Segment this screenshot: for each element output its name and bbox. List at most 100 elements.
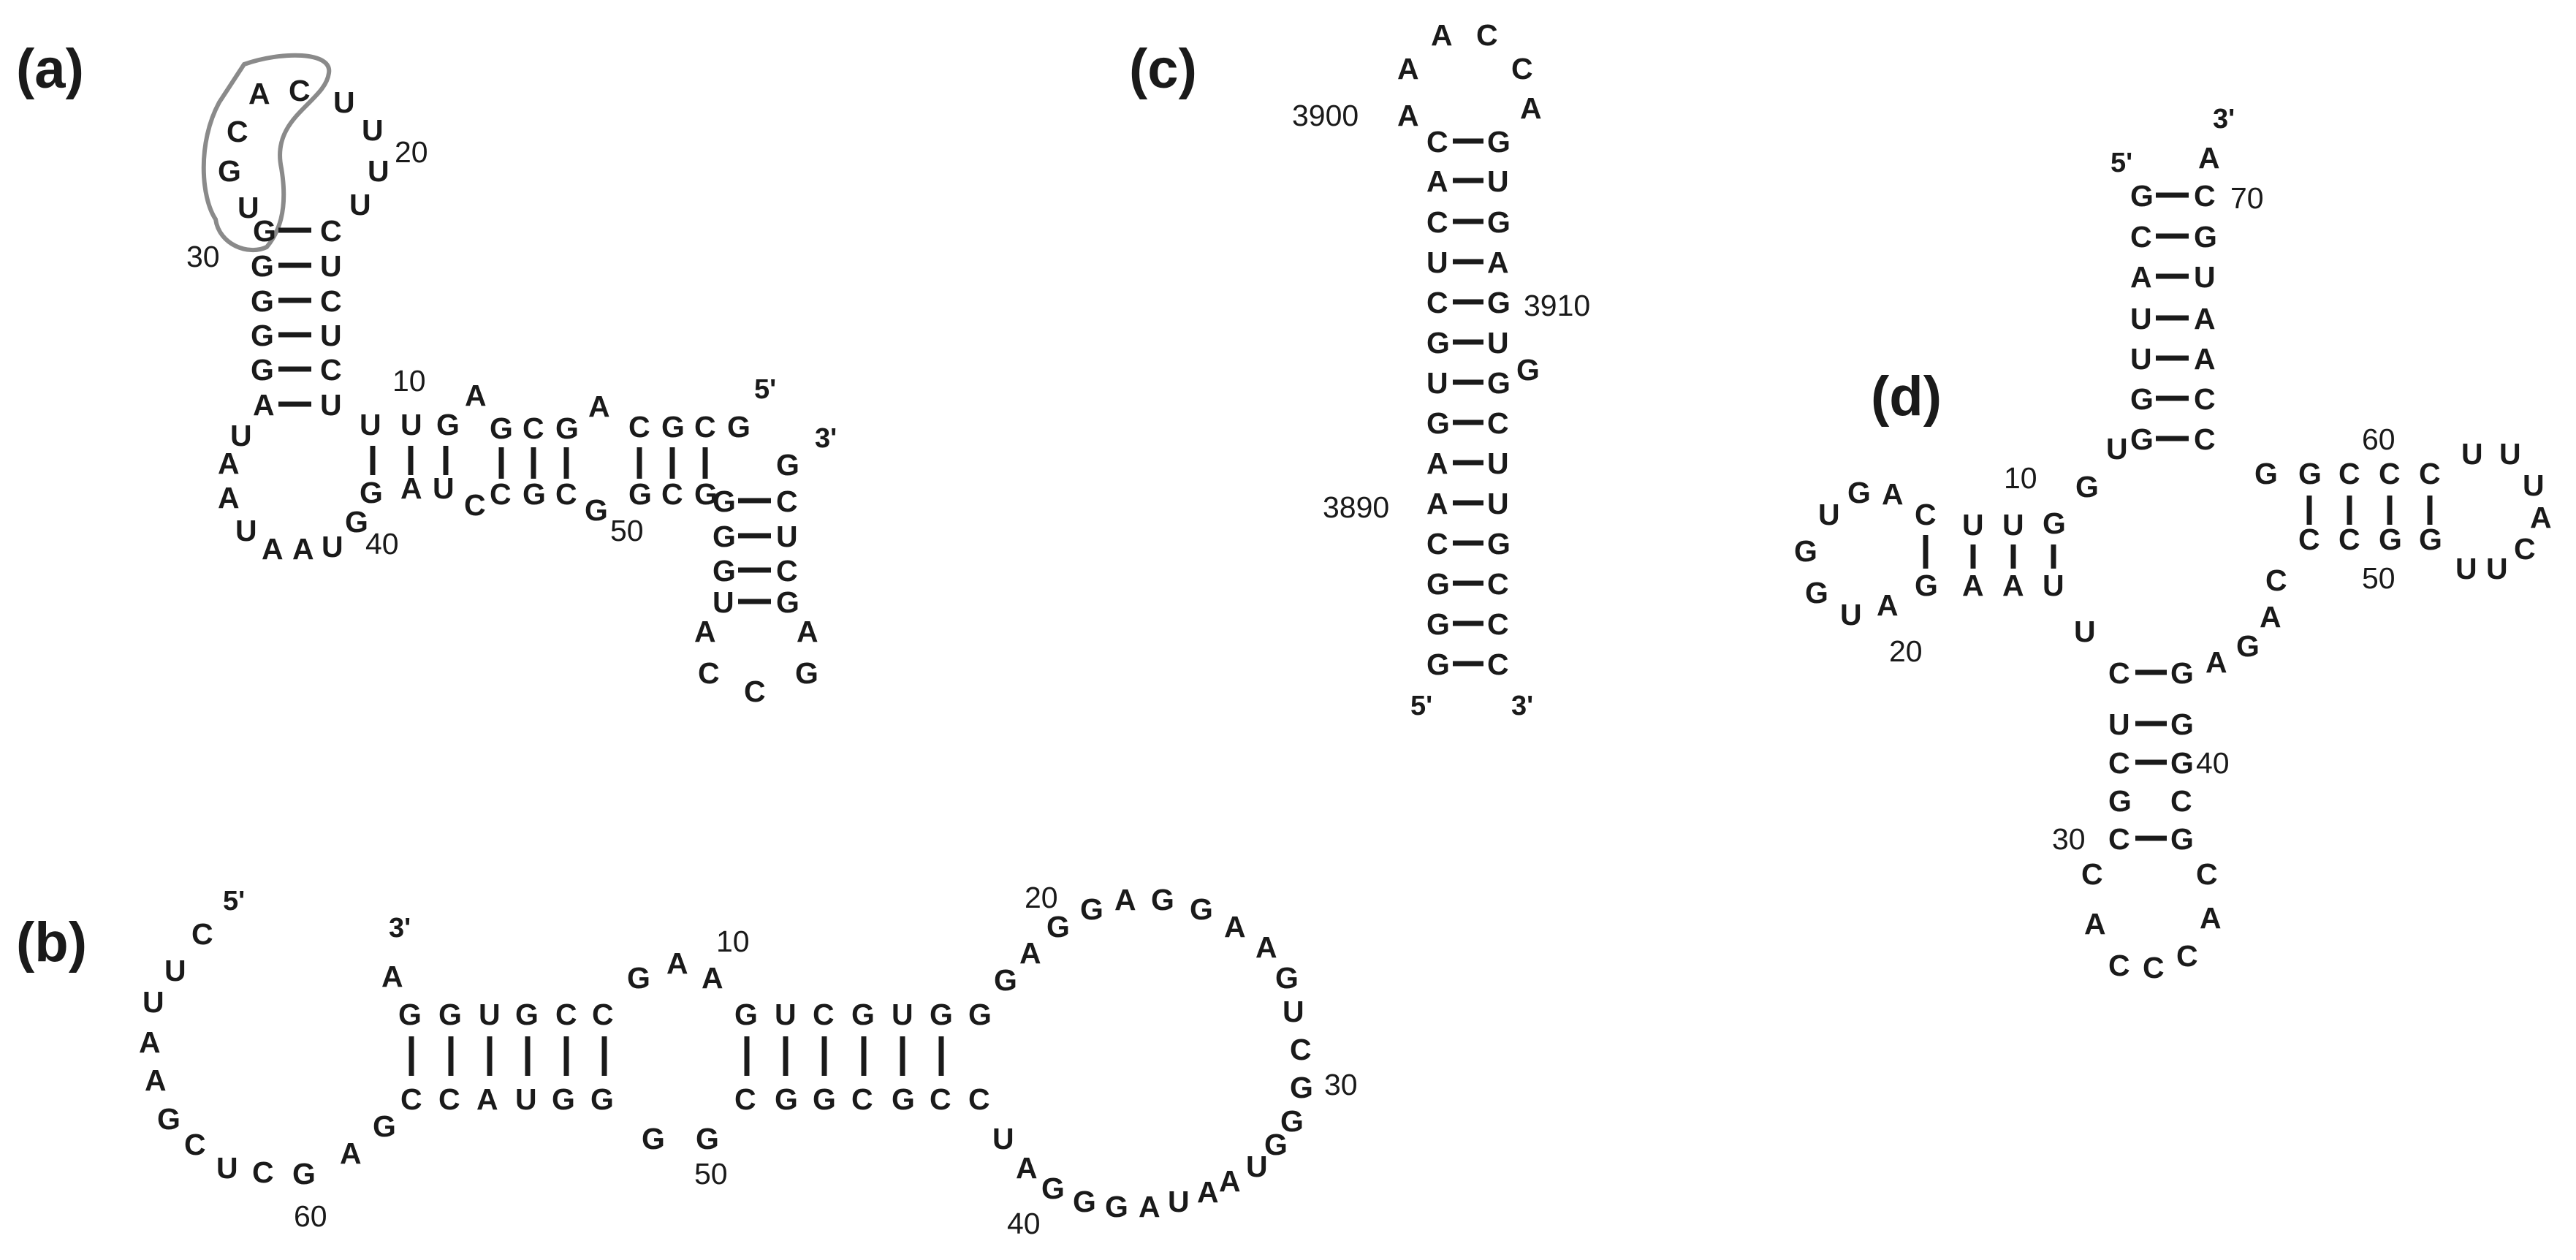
nt: G [713,485,736,518]
nt: U [992,1122,1014,1155]
nt: C [2170,784,2192,818]
long-helix-a: U U G A G C G A C G C G G A U C C G C G … [360,379,751,527]
nt: G [218,154,241,188]
nt: C [2338,457,2360,490]
nt: U [433,471,455,505]
nt: C [523,411,544,445]
nt: G [776,448,799,482]
nt: U [320,388,342,422]
nt: A [253,388,275,422]
nt: U [1283,995,1304,1028]
nt: G [661,410,685,444]
stem-2-b: G U C G U G G C G G C G C C [734,998,992,1116]
nt: C [2081,857,2103,891]
nt: C [2143,951,2165,984]
nt: G [2194,220,2217,254]
nt: U [713,585,734,619]
nt: G [438,998,462,1031]
nt: U [333,86,355,119]
nt: G [398,998,422,1031]
nt: A [2200,901,2222,935]
nt: C [2108,656,2130,690]
nt: A [381,960,403,993]
panel-d: (d) A G C C G A U U A U A G C G C U [1794,104,2552,984]
nt: U [1246,1150,1268,1183]
nt: G [968,998,992,1031]
anticodon-arm-d: C G A G U G C G G C C G C C A A C C C [2081,629,2260,984]
nt: U [1426,366,1448,400]
nt: G [727,410,751,444]
position-number: 20 [1889,634,1923,668]
nt: G [292,1157,316,1191]
nt: C [592,998,614,1031]
nt: U [2043,569,2064,602]
position-number: 3910 [1524,289,1590,322]
nt: U [2002,508,2024,542]
loop-c: A A C C A A [1397,18,1542,132]
nt: U [2486,552,2508,585]
nt: C [2176,939,2198,973]
three-prime-end: 3' [1511,691,1533,721]
nt: G [590,1082,614,1116]
nt: U [362,113,384,147]
nt: C [930,1082,951,1116]
terminal-hairpin-a: G G C G U G C U G A A C C G [694,448,818,708]
nt: G [1290,1071,1313,1104]
position-number: 10 [2004,461,2037,495]
nt: G [1046,910,1070,944]
nt: G [696,1122,719,1155]
nt: A [248,77,270,110]
nt: C [1426,286,1448,319]
nt: C [851,1082,873,1116]
nt: C [2108,746,2130,780]
nt: A [262,532,284,566]
nt: A [1397,52,1419,86]
panel-a: (a) A C U C U G U U U G C G U G C G U G … [16,38,837,708]
nt: U [216,1151,238,1185]
nt: C [776,554,798,588]
nt: C [1426,205,1448,239]
nt: G [436,408,460,441]
position-number: 10 [392,364,426,398]
nt: A [588,390,610,423]
position-numbers-b: 10 20 30 40 50 60 [294,881,1358,1240]
nt: G [1915,569,1938,602]
nt: G [552,1082,575,1116]
nt: G [1487,205,1511,239]
position-number: 30 [1324,1068,1358,1101]
open-strand-b: C U U A A G C U C G A G A [139,917,403,1191]
nt: A [292,532,314,566]
nt: C [2379,457,2401,490]
nt: G [1190,892,1213,926]
nt: G [713,520,736,553]
nt: G [775,1082,798,1116]
position-number: 10 [716,925,750,958]
nt: G [1280,1104,1304,1138]
nt: G [1080,892,1103,926]
nt: A [400,471,422,505]
nt: G [1041,1172,1065,1205]
panel-label-d: (d) [1871,365,1942,428]
nt: G [1847,476,1871,509]
nt: C [1487,567,1509,601]
nt: G [360,476,383,509]
nt: G [2130,382,2154,416]
nt: C [2514,532,2536,566]
nt: A [2198,141,2220,175]
left-arm-d: U G G U U C A G U G G U A G A A U U [1794,432,2128,648]
nt: U [143,985,164,1019]
nt: U [1168,1185,1190,1218]
nt: G [1794,534,1817,568]
panel-label-c: (c) [1129,38,1197,100]
position-number: 3890 [1323,490,1389,524]
nt: G [1426,648,1450,681]
position-number: 60 [294,1199,327,1233]
nt: C [438,1082,460,1116]
nt: C [2108,822,2130,856]
nt: A [1426,447,1448,480]
nt: U [892,998,913,1031]
nt: C [776,485,798,518]
nt: G [851,998,875,1031]
nt: C [734,1082,756,1116]
nt: G [1516,353,1540,387]
